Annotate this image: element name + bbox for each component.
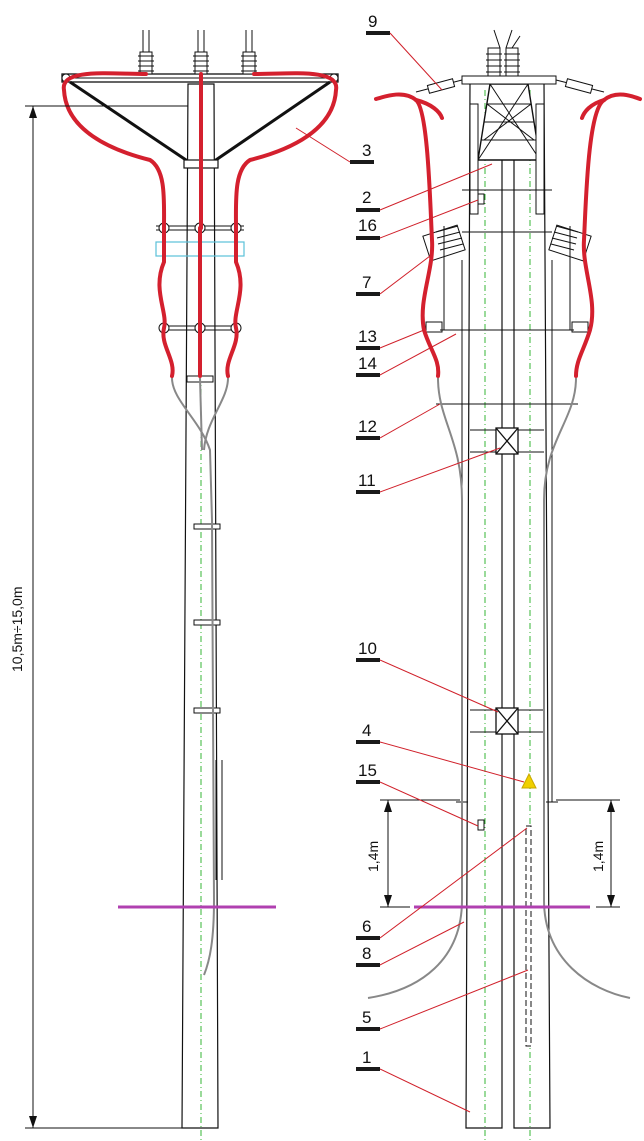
left-cable-bundle (171, 377, 229, 976)
svg-text:2: 2 (362, 188, 371, 207)
right-x-brace-upper (495, 427, 519, 455)
svg-text:7: 7 (362, 273, 371, 292)
left-pole-view: 10,5m÷15,0m (9, 30, 339, 1141)
callout-12: 12 (356, 403, 441, 440)
callout-13: 13 (356, 327, 425, 350)
warning-sign-icon (521, 772, 537, 789)
right-depth-dimension: 1,4m (556, 799, 620, 908)
height-dimension: 10,5m÷15,0m (9, 105, 188, 1129)
right-top-insulators (486, 29, 521, 77)
callout-14: 14 (356, 333, 457, 377)
svg-text:14: 14 (358, 354, 377, 373)
number-plate-lower (477, 819, 485, 831)
right-depth-label: 1,4m (590, 841, 606, 872)
callout-9: 9 (366, 12, 443, 91)
left-depth-dimension: 1,4m (365, 799, 460, 908)
left-pole-shaft (181, 83, 219, 1129)
number-plate-upper (477, 193, 485, 205)
callout-10: 10 (356, 639, 499, 713)
svg-text:8: 8 (362, 944, 371, 963)
svg-text:3: 3 (362, 141, 371, 160)
callout-4: 4 (356, 721, 525, 783)
grounding-conductor (525, 825, 532, 1047)
svg-text:12: 12 (358, 417, 377, 436)
svg-text:9: 9 (368, 12, 377, 31)
left-cables (61, 71, 339, 378)
right-cables (374, 92, 642, 378)
svg-text:11: 11 (358, 471, 376, 490)
right-cable-bundle (367, 377, 631, 999)
callout-11: 11 (356, 447, 501, 494)
callout-16: 16 (356, 199, 479, 240)
height-range-label: 10,5m÷15,0m (9, 586, 25, 672)
svg-text:1: 1 (362, 1048, 371, 1067)
svg-text:10: 10 (358, 639, 377, 658)
callout-2: 2 (356, 163, 493, 212)
callout-15: 15 (356, 761, 479, 827)
right-side-insulators (422, 224, 592, 333)
left-top-insulators (138, 30, 257, 75)
svg-text:15: 15 (358, 761, 377, 780)
svg-text:13: 13 (358, 327, 377, 346)
callout-6: 6 (356, 827, 528, 940)
right-pole-view: 1,4m 1,4m (365, 29, 642, 1141)
svg-text:6: 6 (362, 917, 371, 936)
right-pole-shaft-left (465, 81, 503, 1129)
callout-5: 5 (356, 969, 529, 1031)
callouts: 9 3 2 16 7 13 14 12 11 10 (295, 12, 529, 1113)
right-strain-insulators (415, 78, 605, 94)
svg-text:16: 16 (358, 216, 377, 235)
callout-7: 7 (356, 255, 431, 296)
callout-1: 1 (356, 1048, 471, 1113)
right-x-brace-lower (495, 707, 519, 735)
svg-text:5: 5 (362, 1008, 371, 1027)
callout-8: 8 (356, 921, 465, 967)
right-top-frame (461, 75, 557, 215)
left-depth-label: 1,4m (365, 841, 381, 872)
svg-text:4: 4 (362, 721, 371, 740)
callout-3: 3 (295, 127, 374, 164)
